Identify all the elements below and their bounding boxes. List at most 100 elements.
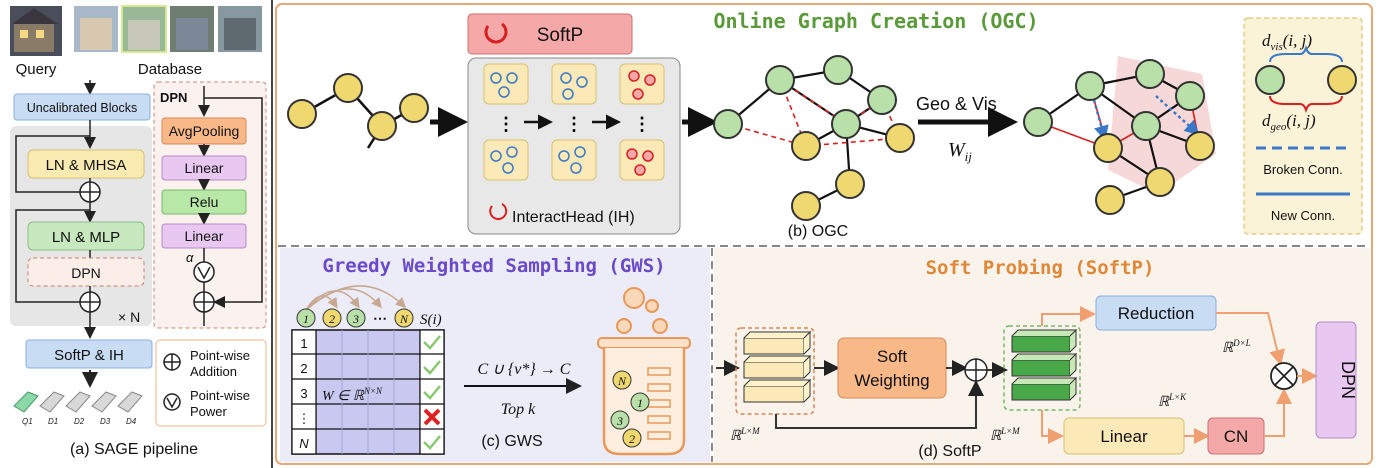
ln-mhsa-block [27, 149, 145, 179]
gws-node: 3 [352, 312, 359, 326]
r-lk: ℝ [1158, 395, 1170, 410]
dvis-arg: (i, j) [1283, 31, 1313, 50]
candidate-graph [713, 55, 915, 221]
input-stack [735, 327, 815, 415]
alpha-label: α [186, 250, 194, 265]
token-label: D2 [74, 417, 85, 426]
matrix-row-label: 1 [300, 336, 307, 351]
softp-header [467, 13, 633, 55]
svg-text:⋮: ⋮ [497, 114, 515, 134]
wij-label: W [948, 139, 967, 161]
ogc-caption: (b) OGC [788, 223, 848, 240]
cross-icon [423, 408, 441, 426]
uncalibrated-blocks [13, 93, 151, 121]
svg-text:ℝD×L: ℝD×L [1222, 338, 1251, 356]
ops-legend [155, 339, 267, 427]
ln-mlp-block [27, 221, 145, 251]
dvis-label: d [1262, 31, 1271, 50]
gws-node: 1 [303, 312, 309, 326]
topk-label: Top k [501, 401, 536, 418]
svg-text:ℝL×M: ℝL×M [730, 426, 760, 444]
output-features [1011, 328, 1078, 401]
panel-c: Greedy Weighted Sampling (GWS) 1 2 3 ⋯ N… [280, 248, 710, 462]
dgeo-sub: geo [1271, 121, 1287, 133]
jar-item: N [617, 374, 627, 388]
broken-conn-label: Broken Conn. [1263, 162, 1343, 177]
gws-node: N [399, 312, 409, 326]
svg-text:dvis(i, j): dvis(i, j) [1262, 31, 1312, 53]
add-legend-l1: Point-wise [190, 348, 250, 363]
svg-text:⋮: ⋮ [633, 114, 651, 134]
ln-mlp-label: LN & MLP [52, 229, 120, 246]
r-dl: ℝ [1222, 341, 1234, 356]
svg-text:dgeo(i, j): dgeo(i, j) [1262, 111, 1316, 133]
token-label: D1 [48, 417, 58, 426]
dgeo-arg: (i, j) [1286, 111, 1316, 130]
dpn-block [27, 257, 145, 287]
linear1-label: Linear [185, 160, 224, 176]
svg-text:W ∈ ℝN×N: W ∈ ℝN×N [322, 386, 383, 404]
times-n-label: × N [118, 309, 140, 325]
uncalibrated-label: Uncalibrated Blocks [27, 101, 137, 115]
new-conn-label: New Conn. [1271, 208, 1335, 223]
rule-label: C ∪ {v*} → C [478, 361, 571, 378]
jar-item: 1 [637, 396, 643, 410]
dvis-sub: vis [1271, 41, 1283, 53]
softp-ih-block [25, 339, 153, 369]
database-images [74, 5, 262, 53]
panel-d: Soft Probing (SoftP) ℝL×M Soft Weighting [714, 248, 1370, 462]
svg-text:⋮: ⋮ [565, 114, 583, 134]
dpn-output-label: DPN [1338, 361, 1358, 399]
panel-a-caption: (a) SAGE pipeline [70, 441, 198, 458]
token-label: D4 [126, 417, 137, 426]
r-lm2-sup: L×M [1000, 426, 1020, 436]
dpn-detail-title: DPN [160, 90, 187, 105]
ogc-title: Online Graph Creation (OGC) [713, 9, 1038, 33]
input-graph [287, 73, 429, 149]
ih-cells: ⋮ ⋮ ⋮ [483, 63, 665, 181]
matrix-row-label: 3 [300, 386, 307, 401]
s-label: S(i) [420, 312, 442, 328]
soft-weighting-l1: Soft [877, 347, 908, 366]
main-frame [275, 3, 1373, 465]
dpn-output-block [1315, 321, 1357, 439]
add-legend-l2: Addition [190, 364, 237, 379]
pow-legend-l2: Power [190, 404, 228, 419]
geo-vis-label: Geo & Vis [916, 94, 997, 114]
matrix-row-label: N [299, 436, 309, 451]
gws-title: Greedy Weighted Sampling (GWS) [322, 255, 665, 277]
softp-ih-label: SoftP & IH [54, 347, 124, 364]
jar-item: 2 [629, 432, 635, 446]
linear2-label: Linear [185, 228, 224, 244]
result-graph [1023, 56, 1216, 215]
token-label: Q1 [22, 417, 33, 426]
matrix-row-label: ⋮ [298, 411, 311, 426]
query-label: Query [16, 61, 57, 78]
matrix-sup: N×N [363, 386, 383, 396]
pow-legend-l1: Point-wise [190, 388, 250, 403]
avgpool-label: AvgPooling [169, 123, 240, 139]
soft-weighting-l2: Weighting [854, 371, 929, 390]
input-features [743, 330, 812, 403]
matrix-row-label: 2 [300, 361, 307, 376]
relu-label: Relu [190, 194, 219, 210]
svg-text:ℝL×M: ℝL×M [990, 426, 1020, 444]
dpn-block-label: DPN [71, 265, 101, 281]
ln-mhsa-label: LN & MHSA [46, 157, 127, 174]
database-label: Database [138, 61, 202, 78]
cn-label: CN [1224, 427, 1249, 446]
panel-b: Online Graph Creation (OGC) SoftP ⋮ ⋮ ⋮ [287, 9, 1363, 240]
svg-text:ℝL×K: ℝL×K [1158, 392, 1187, 410]
jar-item: 3 [616, 414, 623, 428]
panel-a: Query Database Uncalibrated Blocks LN & … [10, 5, 267, 458]
token-label: D3 [100, 417, 111, 426]
softp-caption: (d) SoftP [918, 443, 981, 460]
gws-node-arcs [305, 285, 407, 311]
check-icon [423, 335, 441, 450]
feature-tokens [13, 391, 143, 413]
wij-sub: ij [965, 149, 973, 164]
query-image [10, 6, 62, 56]
gws-caption: (c) GWS [481, 433, 542, 450]
dgeo-label: d [1262, 111, 1271, 130]
